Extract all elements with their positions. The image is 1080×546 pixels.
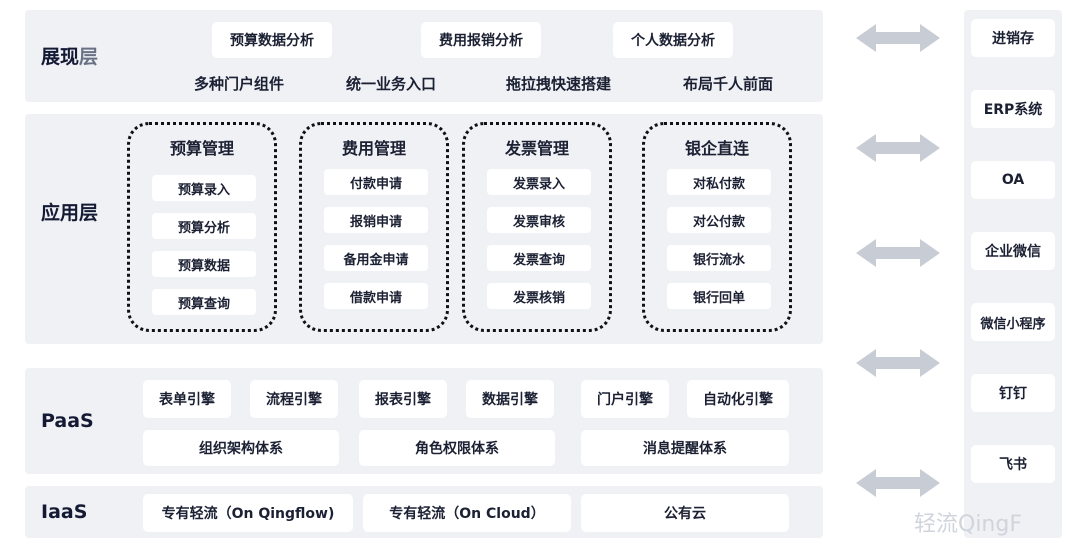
group-budget-management: 预算管理 预算录入 预算分析 预算数据 预算查询 (127, 122, 277, 332)
group-expense-management: 费用管理 付款申请 报销申请 备用金申请 借款申请 (299, 122, 449, 332)
group-title-invoice: 发票管理 (504, 139, 569, 158)
engine-report: 报表引擎 (359, 380, 447, 418)
engine-automation: 自动化引擎 (687, 380, 789, 418)
integration-dingtalk: 钉钉 (971, 374, 1055, 412)
iaas-public-cloud: 公有云 (581, 494, 789, 532)
double-arrow-icon-3 (856, 239, 940, 267)
system-org-structure: 组织架构体系 (143, 430, 339, 466)
engine-workflow: 流程引擎 (250, 380, 338, 418)
watermark-text: 轻流QingF (914, 512, 1022, 537)
presentation-layer-title: 展现层 (41, 42, 98, 69)
item-public-payment: 对公付款 (667, 207, 771, 233)
feature-portal-components: 多种门户组件 (194, 75, 285, 93)
group-title-expense: 费用管理 (341, 139, 406, 158)
item-petty-cash-request: 备用金申请 (324, 245, 428, 271)
item-invoice-writeoff: 发票核销 (487, 283, 591, 309)
integration-feishu: 飞书 (971, 445, 1055, 483)
presentation-layer-panel: 展现层 预算数据分析 费用报销分析 个人数据分析 多种门户组件 统一业务入口 拖… (25, 10, 823, 102)
system-role-permission: 角色权限体系 (359, 430, 555, 466)
presentation-layer-title-main: 展现 (41, 46, 80, 68)
item-payment-request: 付款申请 (324, 169, 428, 195)
item-private-payment: 对私付款 (667, 169, 771, 195)
engine-form: 表单引擎 (143, 380, 231, 418)
item-bank-receipt: 银行回单 (667, 283, 771, 309)
integration-erp: ERP系统 (971, 90, 1055, 128)
system-message-reminder: 消息提醒体系 (581, 430, 789, 466)
engine-portal: 门户引擎 (581, 380, 669, 418)
item-budget-entry: 预算录入 (152, 175, 256, 201)
item-invoice-entry: 发票录入 (487, 169, 591, 195)
group-bank-direct: 银企直连 对私付款 对公付款 银行流水 银行回单 (642, 122, 792, 332)
feature-personalized-layout: 布局千人前面 (683, 75, 774, 93)
group-title-bank: 银企直连 (684, 139, 749, 158)
integration-wecom: 企业微信 (971, 232, 1055, 270)
presentation-layer-title-suffix: 层 (79, 46, 99, 68)
application-layer-title: 应用层 (41, 202, 99, 224)
item-bank-statement: 银行流水 (667, 245, 771, 271)
item-reimbursement-request: 报销申请 (324, 207, 428, 233)
item-invoice-review: 发票审核 (487, 207, 591, 233)
group-invoice-management: 发票管理 发票录入 发票审核 发票查询 发票核销 (462, 122, 612, 332)
double-arrow-icon-1 (856, 24, 940, 52)
integration-oa: OA (971, 161, 1055, 199)
item-budget-data: 预算数据 (152, 251, 256, 277)
integration-inventory: 进销存 (971, 19, 1055, 57)
pill-expense-analysis: 费用报销分析 (421, 22, 541, 58)
item-budget-analysis: 预算分析 (152, 213, 256, 239)
integrations-column: 进销存 ERP系统 OA 企业微信 微信小程序 钉钉 飞书 (964, 10, 1062, 538)
paas-layer-panel: PaaS 表单引擎 流程引擎 报表引擎 数据引擎 门户引擎 自动化引擎 组织架构… (25, 368, 823, 474)
iaas-on-qingflow: 专有轻流（On Qingflow) (143, 494, 353, 532)
integration-wechat-miniprogram: 微信小程序 (971, 303, 1055, 341)
feature-unified-entry: 统一业务入口 (346, 75, 437, 93)
double-arrow-icon-4 (856, 349, 940, 377)
item-loan-request: 借款申请 (324, 283, 428, 309)
group-title-budget: 预算管理 (169, 139, 234, 158)
feature-drag-build: 拖拉拽快速搭建 (506, 75, 612, 93)
double-arrow-icon-2 (856, 134, 940, 162)
pill-personal-data-analysis: 个人数据分析 (613, 22, 733, 58)
pill-budget-data-analysis: 预算数据分析 (212, 22, 332, 58)
iaas-layer-title: IaaS (41, 501, 88, 523)
engine-data: 数据引擎 (466, 380, 554, 418)
application-layer-panel: 应用层 预算管理 预算录入 预算分析 预算数据 预算查询 费用管理 付款申请 报… (25, 114, 823, 344)
double-arrow-icon-5 (856, 469, 940, 497)
iaas-layer-panel: IaaS 专有轻流（On Qingflow) 专有轻流（On Cloud） 公有… (25, 486, 823, 538)
item-budget-query: 预算查询 (152, 289, 256, 315)
iaas-on-cloud: 专有轻流（On Cloud） (363, 494, 571, 532)
paas-layer-title: PaaS (41, 410, 94, 432)
item-invoice-query: 发票查询 (487, 245, 591, 271)
